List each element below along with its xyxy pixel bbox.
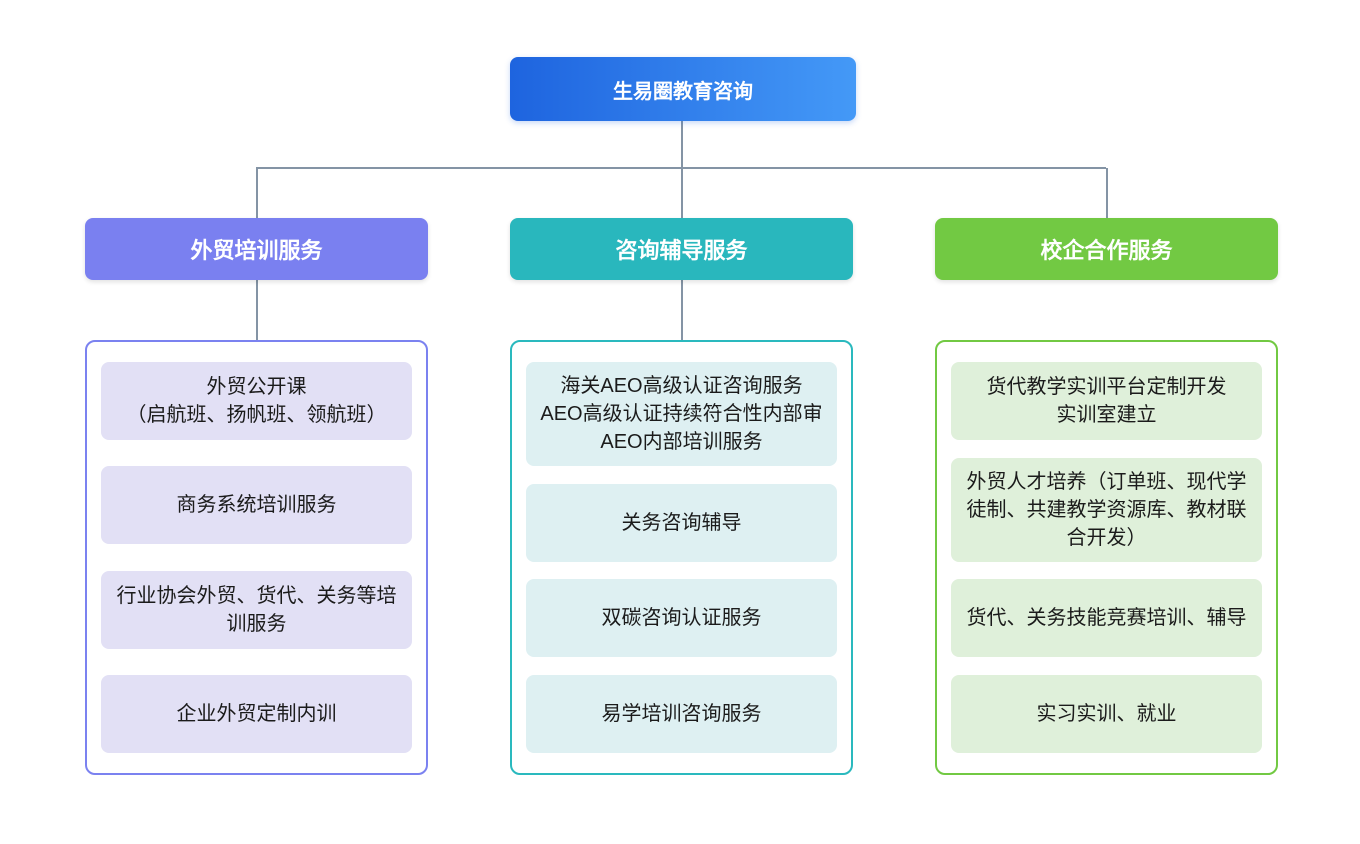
service-item: 易学培训咨询服务 (526, 674, 837, 753)
root-node: 生易圈教育咨询 (510, 57, 856, 121)
branch-header-label: 外贸培训服务 (190, 238, 323, 263)
branch-header-label: 校企合作服务 (1040, 238, 1173, 263)
service-item: 海关AEO高级认证咨询服务 AEO高级认证持续符合性内部审 AEO内部培训服务 (526, 362, 837, 466)
connector-drop-middle (681, 168, 683, 218)
branch-panel-school-enterprise-cooperation: 货代教学实训平台定制开发 实训室建立 外贸人才培养（订单班、现代学徒制、共建教学… (935, 340, 1278, 775)
service-item: 实习实训、就业 (951, 674, 1262, 753)
service-item: 商务系统培训服务 (101, 466, 412, 545)
service-item: 外贸公开课 （启航班、扬帆班、领航班） (101, 362, 412, 440)
connector-left-header-to-panel (256, 280, 258, 340)
connector-middle-header-to-panel (681, 280, 683, 340)
branch-header-school-enterprise-cooperation: 校企合作服务 (935, 218, 1278, 280)
branch-header-foreign-trade-training: 外贸培训服务 (85, 218, 428, 280)
connector-drop-left (256, 168, 258, 218)
service-item: 货代教学实训平台定制开发 实训室建立 (951, 362, 1262, 440)
branch-panel-foreign-trade-training: 外贸公开课 （启航班、扬帆班、领航班） 商务系统培训服务 行业协会外贸、货代、关… (85, 340, 428, 775)
service-item: 外贸人才培养（订单班、现代学徒制、共建教学资源库、教材联合开发） (951, 457, 1262, 562)
service-item: 行业协会外贸、货代、关务等培训服务 (101, 570, 412, 649)
connector-drop-right (1106, 168, 1108, 218)
branch-header-label: 咨询辅导服务 (615, 238, 748, 263)
service-item: 关务咨询辅导 (526, 483, 837, 562)
connector-root-stem (681, 121, 683, 168)
root-node-label: 生易圈教育咨询 (613, 80, 753, 103)
connector-horizontal-rail (256, 167, 1106, 169)
branch-header-consulting-coaching: 咨询辅导服务 (510, 218, 853, 280)
service-item: 货代、关务技能竞赛培训、辅导 (951, 579, 1262, 658)
service-item: 双碳咨询认证服务 (526, 579, 837, 658)
branch-panel-consulting-coaching: 海关AEO高级认证咨询服务 AEO高级认证持续符合性内部审 AEO内部培训服务 … (510, 340, 853, 775)
service-item: 企业外贸定制内训 (101, 674, 412, 753)
